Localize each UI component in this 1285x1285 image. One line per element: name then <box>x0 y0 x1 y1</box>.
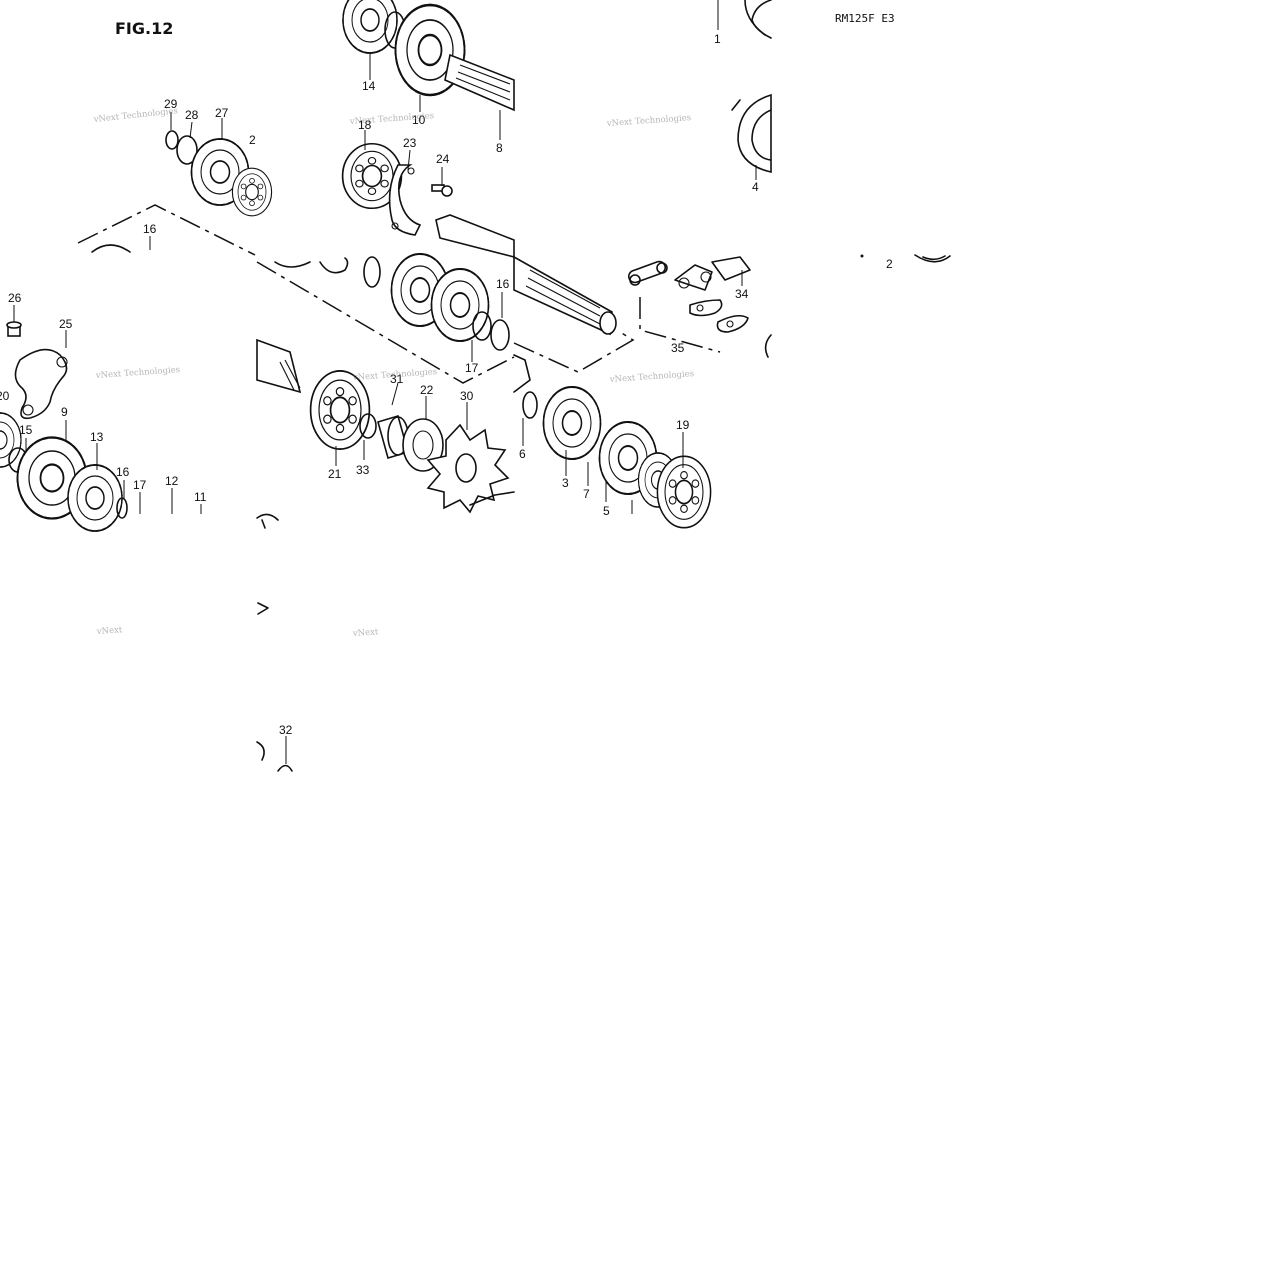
callout-12: 12 <box>165 474 179 488</box>
gear-icon <box>751 0 772 39</box>
drive-chain-icon <box>627 256 751 333</box>
callout-16-top: 16 <box>143 222 157 236</box>
callout-16-left: 16 <box>116 465 130 479</box>
callout-28: 28 <box>185 108 199 122</box>
washer-icon <box>176 135 198 165</box>
splined-shaft-icon <box>513 255 617 336</box>
callout-2-right: 2 <box>886 257 893 271</box>
ball-bearing-icon <box>309 369 371 451</box>
callout-5: 5 <box>603 504 610 518</box>
gear-icon <box>542 386 602 460</box>
ball-bearing-icon <box>656 455 712 529</box>
callout-16-center: 16 <box>496 277 510 291</box>
gear-icon <box>91 244 131 253</box>
ball-bearing-icon <box>231 167 273 217</box>
callout-3: 3 <box>562 476 569 490</box>
callout-10: 10 <box>412 113 426 127</box>
gear-icon <box>731 93 772 174</box>
callout-33: 33 <box>356 463 370 477</box>
callout-27: 27 <box>215 106 229 120</box>
tile-top-right <box>717 0 772 180</box>
tile-middle-right <box>513 255 772 529</box>
callout-32: 32 <box>279 723 293 737</box>
callout-19: 19 <box>676 418 690 432</box>
callout-8: 8 <box>496 141 503 155</box>
callout-25: 25 <box>59 317 73 331</box>
callout-18: 18 <box>358 118 372 132</box>
watermark: vNext <box>352 627 380 639</box>
ball-bearing-icon <box>402 418 444 472</box>
callout-9: 9 <box>61 405 68 419</box>
callout-7: 7 <box>583 487 590 501</box>
circlip-icon <box>363 256 381 288</box>
callout-15: 15 <box>19 423 33 437</box>
circlip-icon <box>277 764 293 772</box>
splined-shaft-icon <box>444 53 515 112</box>
callout-31: 31 <box>390 372 404 386</box>
tile-far-right <box>860 254 951 263</box>
tile-bottom-fragment <box>256 513 293 772</box>
model-code: RM125F E3 <box>835 12 895 25</box>
circlip-icon <box>165 130 179 150</box>
retainer-plate-icon <box>388 164 422 236</box>
callout-22: 22 <box>420 383 434 397</box>
callout-21: 21 <box>328 467 342 481</box>
circlip-icon <box>522 391 538 419</box>
tile-top-left <box>77 112 273 256</box>
callout-26: 26 <box>8 291 22 305</box>
callout-1: 1 <box>714 32 721 46</box>
callout-11: 11 <box>194 490 207 504</box>
circlip-icon <box>359 413 377 439</box>
callout-17-left: 17 <box>133 478 147 492</box>
callout-29: 29 <box>164 97 178 111</box>
figure-label: FIG.12 <box>115 19 173 38</box>
splined-shaft-icon <box>435 214 515 259</box>
callout-6: 6 <box>519 447 526 461</box>
gear-icon <box>430 268 490 342</box>
callout-30: 30 <box>460 389 474 403</box>
callout-13: 13 <box>90 430 104 444</box>
callout-23: 23 <box>403 136 417 150</box>
circlip-icon <box>472 311 492 341</box>
callout-34: 34 <box>735 287 749 301</box>
callout-35: 35 <box>671 341 685 355</box>
circlip-icon <box>116 497 128 519</box>
retainer-plate-icon <box>14 348 68 420</box>
callout-4: 4 <box>752 180 759 194</box>
callout-24: 24 <box>436 152 450 166</box>
tile-top-middle <box>341 0 515 259</box>
callout-20: 20 <box>0 389 10 403</box>
watermark: vNext <box>96 625 124 637</box>
circlip-icon <box>490 319 510 351</box>
splined-shaft-icon <box>256 338 302 394</box>
bolt-icon <box>6 321 22 337</box>
bolt-icon <box>431 184 453 197</box>
callout-2: 2 <box>249 133 256 147</box>
tile-center <box>256 253 515 514</box>
gear-icon <box>67 464 123 532</box>
callout-17-center: 17 <box>465 361 479 375</box>
tile-middle-left <box>0 305 202 532</box>
callout-labels: 1 2 2 3 4 5 6 7 8 9 10 11 12 13 14 15 16… <box>0 32 893 737</box>
callout-14: 14 <box>362 79 376 93</box>
